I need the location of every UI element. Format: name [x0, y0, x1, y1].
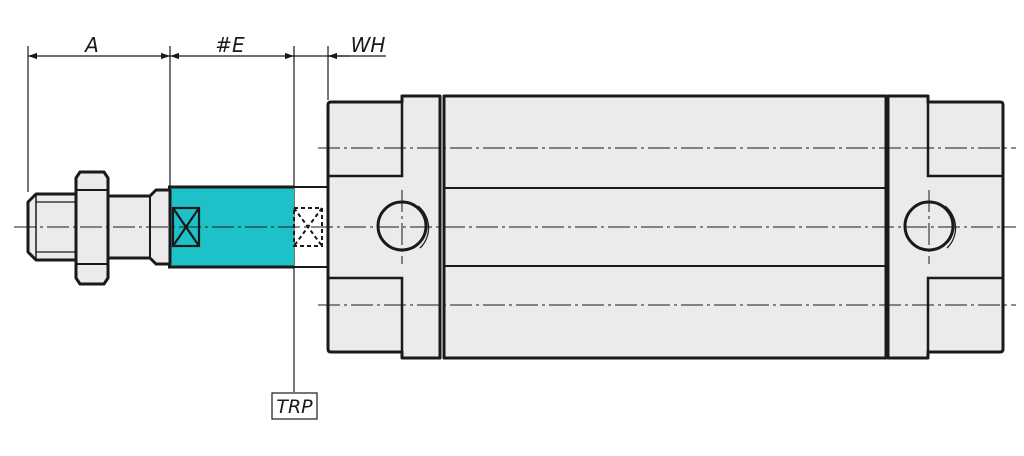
center-lines	[14, 147, 1016, 306]
rod-neck	[104, 188, 172, 266]
trp-label: TRP	[276, 396, 313, 418]
rod-end	[26, 170, 172, 286]
dimension-wh-label: WH	[351, 33, 386, 57]
air-port-front	[376, 200, 430, 252]
dimension-e-label: #E	[215, 33, 245, 57]
trp-reference: TRP	[271, 392, 318, 420]
end-cap-details	[328, 102, 1003, 352]
air-port-rear	[903, 200, 957, 252]
tie-rod-lines	[444, 187, 886, 267]
dimension-a-label: A	[83, 33, 99, 57]
hex-nut	[74, 170, 110, 286]
